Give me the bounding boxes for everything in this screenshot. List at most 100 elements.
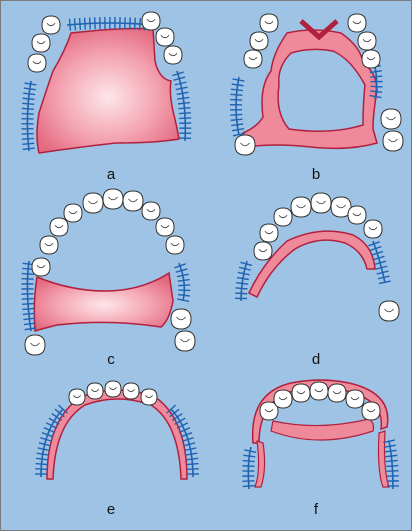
palate-plate (37, 29, 179, 154)
tooth-icon (254, 242, 272, 260)
tooth-icon (123, 191, 143, 211)
clasp-tick (385, 450, 397, 452)
clasp-tick (22, 108, 34, 109)
tooth-icon (310, 382, 328, 400)
clasp-tick (178, 108, 190, 109)
tooth-icon (348, 14, 366, 32)
clasp-tick (230, 100, 242, 101)
tooth-icon (379, 301, 399, 321)
clasp-tick (55, 409, 64, 416)
clasp-tick (386, 466, 398, 467)
tooth-icon (142, 12, 160, 30)
clasp-tick (46, 423, 57, 428)
clasp-tick (24, 88, 36, 90)
clasp-tick (386, 460, 398, 461)
panel-b (230, 14, 403, 155)
clasp-tick (243, 455, 255, 457)
clasp-tick (22, 143, 34, 144)
clasp-tick (231, 89, 243, 90)
clasp-tick (139, 18, 140, 30)
tooth-icon (348, 206, 366, 224)
clasp-tick (75, 18, 76, 30)
tooth-icon (346, 390, 364, 408)
clasp-tick (385, 455, 397, 456)
clasp-mesh-left (27, 261, 31, 331)
clasp-tick (230, 94, 242, 95)
clasp-tick (90, 17, 91, 29)
tooth-icon (381, 109, 401, 129)
clasp-tick (178, 103, 190, 104)
clasp-tick (22, 134, 34, 135)
clasp-tick (237, 278, 249, 280)
clasp-tick (186, 458, 198, 459)
clasp-mesh-left (248, 447, 251, 489)
clasp-tick (371, 86, 383, 87)
teeth-e (69, 381, 157, 405)
clasp-tick (23, 148, 35, 149)
clasp-tick (177, 92, 189, 94)
tooth-icon (166, 236, 184, 254)
clasp-tick (384, 445, 396, 447)
clasp-tick (23, 98, 35, 99)
tooth-icon (311, 193, 331, 213)
tooth-icon (383, 131, 403, 151)
panel-label-d: d (301, 351, 331, 368)
clasp-tick (23, 318, 35, 319)
clasp-tick (178, 295, 190, 296)
clasp-tick (231, 119, 243, 120)
tooth-icon (364, 220, 382, 238)
tooth-icon (32, 34, 50, 52)
tooth-icon (274, 208, 292, 226)
clasp-tick (370, 76, 382, 77)
tooth-icon (87, 383, 103, 399)
clasp-tick (36, 458, 48, 459)
tooth-icon (362, 402, 380, 420)
clasp-tick (52, 414, 62, 421)
tooth-icon (250, 32, 268, 50)
panel-f (242, 380, 399, 489)
clasp-tick (178, 280, 190, 282)
tooth-icon (123, 383, 139, 399)
clasp-tick (177, 97, 189, 99)
clasp-tick (22, 138, 34, 139)
clasp-tick (235, 293, 247, 294)
clasp-tick (187, 469, 199, 470)
posterior-plate (34, 273, 173, 331)
tooth-icon (40, 236, 58, 254)
panel-c (21, 189, 195, 355)
tooth-icon (42, 16, 60, 34)
clasp-mesh-left (21, 81, 36, 151)
tooth-icon (103, 189, 123, 209)
clasp-tick (179, 113, 191, 114)
tooth-icon (141, 389, 157, 405)
clasp-tick (130, 17, 131, 29)
clasp-tick (35, 469, 47, 470)
tooth-icon (28, 54, 46, 72)
tooth-icon (274, 390, 292, 408)
panel-label-f: f (301, 501, 331, 518)
tooth-icon (260, 14, 278, 32)
clasp-tick (36, 464, 48, 465)
clasp-tick (22, 274, 34, 275)
panel-a (21, 12, 191, 153)
clasp-tick (243, 461, 255, 462)
major-connector-f (255, 419, 389, 487)
panel-d (235, 193, 399, 321)
clasp-tick (22, 103, 34, 104)
clasp-tick (22, 304, 34, 305)
tooth-icon (328, 384, 346, 402)
clasp-tick (230, 114, 242, 115)
clasp-tick (85, 18, 86, 30)
clasp-mesh-right (389, 441, 393, 489)
tooth-icon (69, 389, 85, 405)
clasp-tick (135, 18, 136, 30)
clasp-tick (236, 288, 248, 289)
clasp-tick (22, 308, 34, 309)
clasp-tick (23, 93, 35, 94)
tooth-icon (64, 204, 82, 222)
tooth-icon (362, 50, 380, 68)
clasp-tick (69, 19, 70, 31)
tooth-icon (171, 309, 191, 329)
tooth-icon (235, 135, 255, 155)
